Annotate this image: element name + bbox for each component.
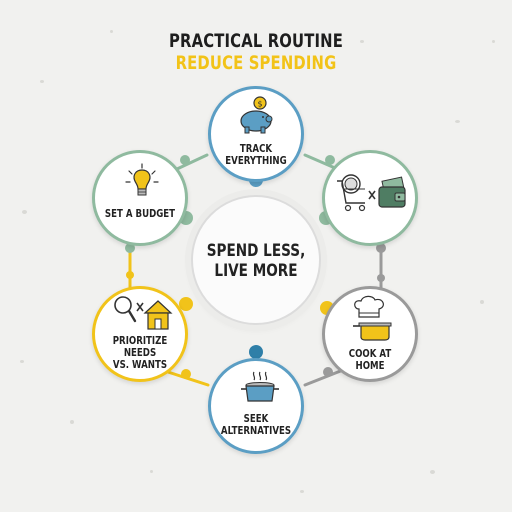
node-track-everything: $ TRACK EVERYTHING — [208, 86, 304, 182]
center-text: SPEND LESS, LIVE MORE — [206, 241, 307, 281]
light-bulb-icon — [125, 163, 159, 196]
center-text-line-2: LIVE MORE — [214, 261, 298, 281]
node-label: COOK AT HOME — [348, 348, 392, 372]
center-text-line-1: SPEND LESS, — [206, 241, 306, 261]
node-label-line-1: PRIORITIZE — [112, 335, 168, 347]
node-label: SEEK ALTERNATIVES — [220, 413, 292, 437]
node-prioritize-needs-vs-wants: PRIORITIZE NEEDS VS. WANTS — [92, 286, 188, 382]
title-line-1: PRACTICAL ROUTINE — [168, 30, 344, 52]
pot-icon — [241, 371, 279, 402]
node-cart-wallet — [322, 150, 418, 246]
chef-pot-icon — [353, 295, 392, 341]
node-label-line-3: VS. WANTS — [112, 359, 168, 371]
title-line-2: REDUCE SPENDING — [175, 52, 337, 74]
node-label-line-2: NEEDS — [123, 347, 157, 359]
cart-wallet-icon — [337, 174, 406, 212]
center-hub: SPEND LESS, LIVE MORE — [191, 195, 321, 325]
node-label: SET A BUDGET — [104, 208, 176, 220]
svg-text:$: $ — [257, 100, 262, 109]
magnifier-house-icon — [114, 296, 173, 330]
node-label: PRIORITIZE NEEDS VS. WANTS — [103, 335, 177, 371]
node-cook-at-home: COOK AT HOME — [322, 286, 418, 382]
node-seek-alternatives: SEEK ALTERNATIVES — [208, 358, 304, 454]
node-label: TRACK EVERYTHING — [225, 143, 287, 167]
piggy-bank-icon: $ — [240, 96, 273, 134]
node-set-a-budget: SET A BUDGET — [92, 150, 188, 246]
